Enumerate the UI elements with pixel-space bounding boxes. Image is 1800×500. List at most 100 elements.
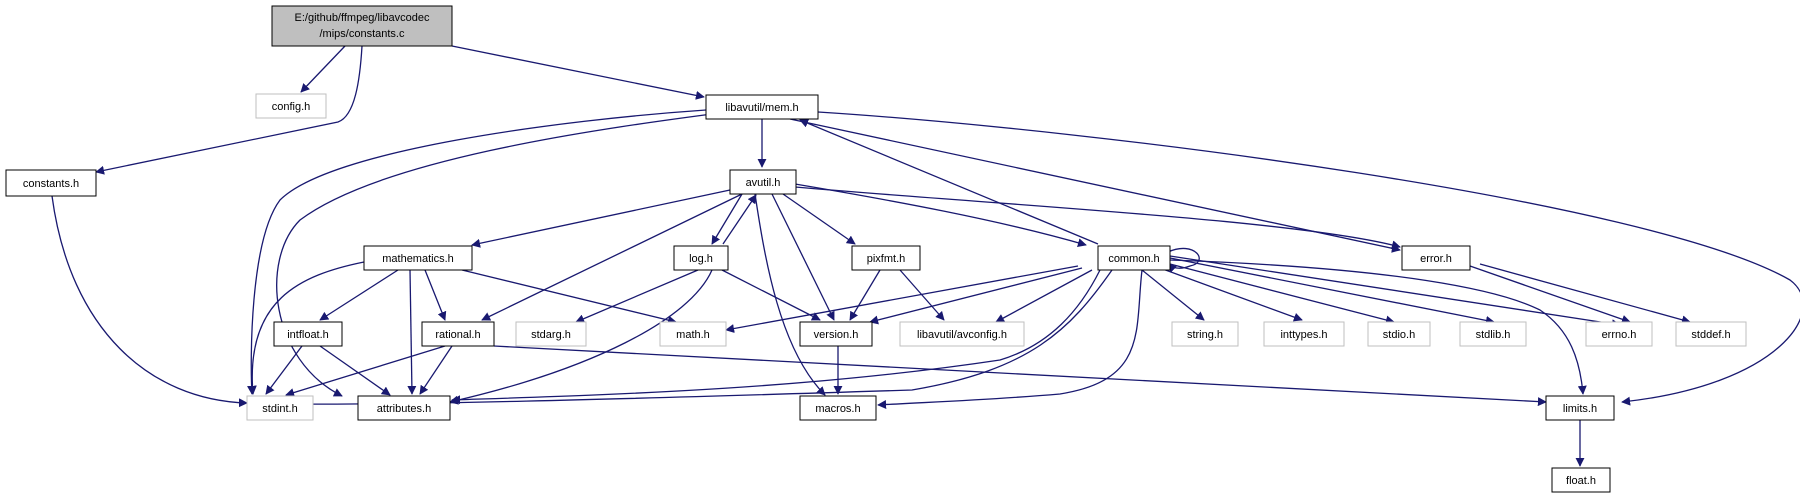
node-label: libavutil/mem.h [725, 102, 798, 114]
node-constants-h[interactable]: constants.h [5, 169, 97, 197]
node-label: macros.h [815, 403, 860, 415]
node-stdint-h[interactable]: stdint.h [246, 395, 314, 421]
edge-common-attributes [451, 269, 1101, 405]
node-stdarg-h[interactable]: stdarg.h [515, 321, 587, 347]
node-label: error.h [1420, 253, 1452, 265]
edge-mathematics-math [461, 269, 677, 325]
edge-mem-limits [817, 111, 1800, 406]
edge-common-macros [877, 269, 1143, 410]
edge-avutil-error [794, 186, 1401, 250]
edge-common-math [725, 265, 1079, 333]
edge-intfloat-attributes [319, 345, 391, 396]
nodes: E:/github/ffmpeg/libavcodec /mips/consta… [5, 5, 1747, 493]
edge-common-stdio [1169, 263, 1395, 325]
node-label: rational.h [435, 329, 480, 341]
edge-common-self [1167, 247, 1200, 273]
edge-common-avconfig [995, 269, 1093, 323]
edge-avutil-pixfmt [782, 193, 856, 245]
edge-rational-attributes [419, 345, 453, 395]
node-intfloat-h[interactable]: intfloat.h [273, 321, 343, 347]
node-label: pixfmt.h [867, 253, 906, 265]
edge-root-mem [451, 45, 705, 100]
edge-root-config [300, 45, 346, 93]
node-label: stdint.h [262, 403, 297, 415]
edge-log-version [721, 269, 821, 321]
edge-avutil-log [711, 193, 743, 245]
node-rational-h[interactable]: rational.h [421, 321, 495, 347]
edge-pixfmt-version [849, 269, 881, 321]
node-attributes-h[interactable]: attributes.h [357, 395, 451, 421]
node-label: attributes.h [377, 403, 431, 415]
edge-common-mem [799, 118, 1099, 245]
node-label: intfloat.h [287, 329, 329, 341]
edge-mathematics-attributes [407, 269, 417, 395]
node-math-h[interactable]: math.h [659, 321, 727, 347]
edge-avutil-version [771, 193, 835, 321]
node-inttypes-h[interactable]: inttypes.h [1263, 321, 1345, 347]
node-label: config.h [272, 101, 311, 113]
edge-log-attributes [449, 269, 713, 405]
node-error-h[interactable]: error.h [1401, 245, 1471, 271]
node-stdio-h[interactable]: stdio.h [1367, 321, 1431, 347]
edges [51, 45, 1800, 467]
node-config-h[interactable]: config.h [255, 93, 327, 119]
node-label: avutil.h [746, 177, 781, 189]
edge-error-stddef [1479, 263, 1691, 325]
node-label: inttypes.h [1280, 329, 1327, 341]
edge-avutil-rational [481, 193, 743, 321]
node-label-line-1: E:/github/ffmpeg/libavcodec [295, 12, 430, 24]
node-mathematics-h[interactable]: mathematics.h [363, 245, 473, 271]
node-label: version.h [814, 329, 859, 341]
node-label: errno.h [1602, 329, 1637, 341]
node-label: mathematics.h [382, 253, 454, 265]
edge-avutil-common [794, 183, 1087, 248]
node-label: string.h [1187, 329, 1223, 341]
node-version-h[interactable]: version.h [799, 321, 873, 347]
edge-intfloat-stdint [265, 345, 303, 395]
node-label-line-2: /mips/constants.c [320, 28, 405, 40]
node-libavutil-avconfig-h[interactable]: libavutil/avconfig.h [899, 321, 1025, 347]
node-libavutil-mem-h[interactable]: libavutil/mem.h [705, 94, 819, 120]
node-avutil-h[interactable]: avutil.h [729, 169, 797, 195]
node-label: log.h [689, 253, 713, 265]
edge-mem-stdint [247, 109, 707, 395]
node-limits-h[interactable]: limits.h [1545, 395, 1615, 421]
edge-common-errno [1169, 255, 1621, 329]
node-log-h[interactable]: log.h [673, 245, 729, 271]
edge-common-limits [1169, 259, 1587, 395]
edge-avutil-macros [754, 193, 826, 396]
node-stdlib-h[interactable]: stdlib.h [1459, 321, 1527, 347]
node-label: common.h [1108, 253, 1159, 265]
edge-mathematics-stdint [247, 261, 365, 395]
node-stddef-h[interactable]: stddef.h [1675, 321, 1747, 347]
edge-error-errno [1469, 265, 1631, 324]
edge-constants-stdint [51, 195, 248, 408]
edge-rational-stdint [285, 345, 446, 397]
edge-mathematics-intfloat [319, 269, 399, 321]
node-label: limits.h [1563, 403, 1597, 415]
edge-common-string [1141, 269, 1205, 321]
node-macros-h[interactable]: macros.h [799, 395, 877, 421]
node-label: stdio.h [1383, 329, 1415, 341]
edge-rational-limits [493, 345, 1547, 407]
edge-common-version [869, 267, 1083, 325]
node-string-h[interactable]: string.h [1171, 321, 1239, 347]
node-float-h[interactable]: float.h [1551, 467, 1611, 493]
node-label: stddef.h [1691, 329, 1730, 341]
edge-log-avutil [722, 194, 757, 245]
edge-common-stdlib [1169, 257, 1495, 325]
node-label: math.h [676, 329, 710, 341]
edge-common-inttypes [1159, 267, 1303, 322]
node-errno-h[interactable]: errno.h [1585, 321, 1653, 347]
edge-mathematics-rational [424, 269, 447, 321]
node-label: libavutil/avconfig.h [917, 329, 1007, 341]
edge-avutil-mathematics [471, 189, 731, 248]
node-pixfmt-h[interactable]: pixfmt.h [851, 245, 921, 271]
node-label: float.h [1566, 475, 1596, 487]
edge-mem-error [789, 118, 1401, 253]
node-root-constants-c[interactable]: E:/github/ffmpeg/libavcodec /mips/consta… [271, 5, 453, 47]
edge-root-constants [95, 45, 363, 175]
node-label: stdlib.h [1476, 329, 1511, 341]
node-common-h[interactable]: common.h [1097, 245, 1171, 271]
